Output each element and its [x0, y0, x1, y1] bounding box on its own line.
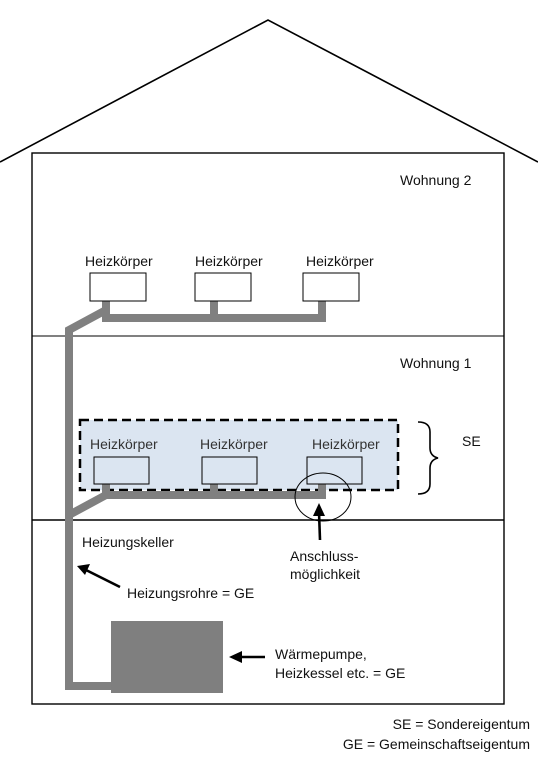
radiator-label-middle-2: Heizkörper	[200, 436, 268, 452]
legend-ge: GE = Gemeinschaftseigentum	[342, 736, 530, 752]
pipes-label: Heizungsrohre = GE	[127, 585, 255, 601]
boiler	[111, 621, 223, 693]
radiator-label-middle-3: Heizkörper	[312, 436, 380, 452]
floor-label-middle: Wohnung 1	[400, 355, 472, 371]
boiler-label-line1: Wärmepumpe,	[275, 646, 367, 662]
connection-circle	[294, 472, 352, 522]
legend-se: SE = Sondereigentum	[392, 716, 530, 732]
radiator-label-upper-3: Heizkörper	[306, 253, 374, 269]
se-label: SE	[462, 433, 481, 449]
floor-label-basement: Heizungskeller	[82, 534, 174, 550]
radiator-upper-1	[89, 272, 147, 302]
connection-label-line2: möglichkeit	[290, 566, 361, 582]
floor-label-upper: Wohnung 2	[400, 172, 472, 188]
radiator-middle-3	[306, 456, 363, 485]
radiator-upper-3	[302, 272, 360, 302]
radiator-label-upper-2: Heizkörper	[195, 253, 263, 269]
connection-label-line1: Anschluss-	[290, 548, 359, 564]
radiator-middle-1	[93, 456, 150, 485]
radiator-middle-2	[201, 456, 258, 485]
radiator-label-upper-1: Heizkörper	[85, 253, 153, 269]
radiator-label-middle-1: Heizkörper	[90, 436, 158, 452]
arrows	[77, 503, 325, 663]
se-brace	[417, 421, 439, 495]
radiator-upper-2	[194, 272, 252, 302]
roof	[0, 19, 538, 163]
house-outline	[31, 152, 505, 705]
boiler-label-line2: Heizkessel etc. = GE	[275, 665, 406, 681]
